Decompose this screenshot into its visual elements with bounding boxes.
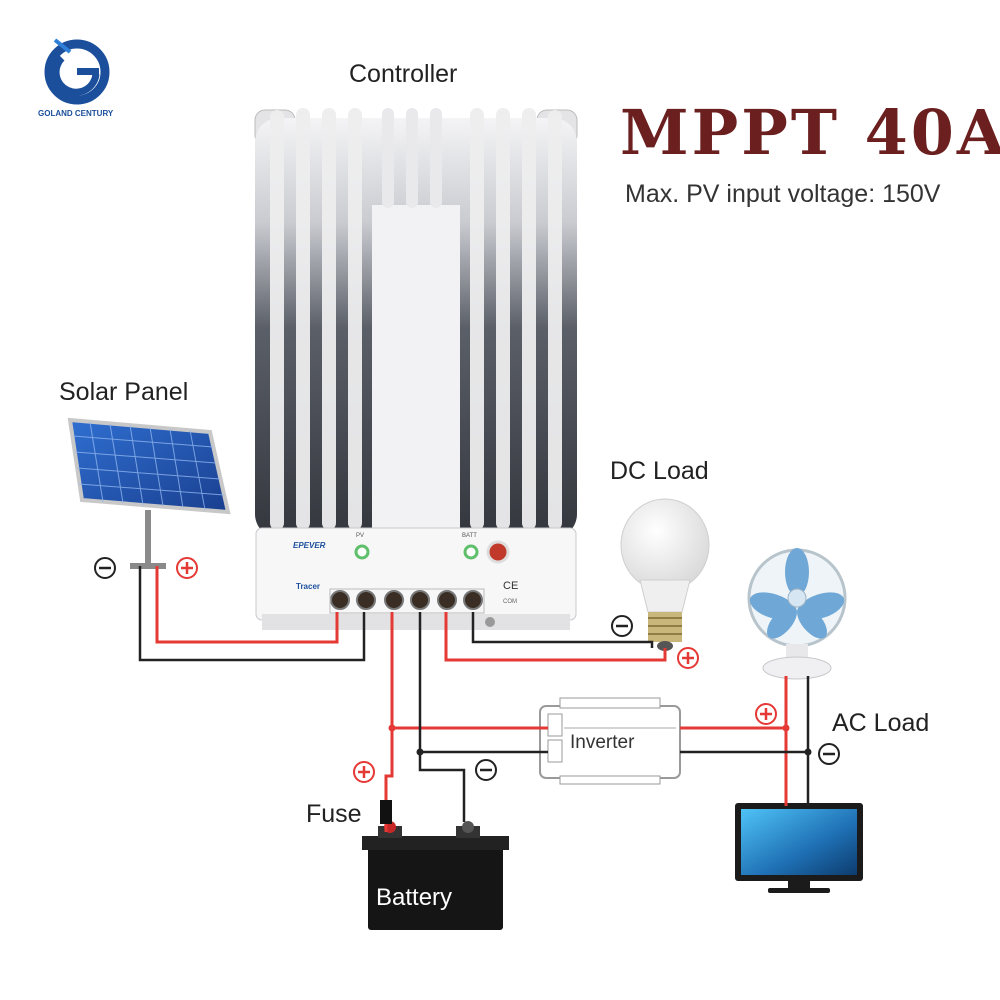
fuse [380,800,392,824]
polarity-minus-dc [611,615,633,637]
monitor [735,803,863,893]
goland-century-logo [44,38,110,105]
product-subtitle: Max. PV input voltage: 150V [625,180,941,208]
light-bulb [620,498,710,651]
device-model: Tracer [296,582,321,591]
device-brand: EPEVER [293,541,326,550]
polarity-plus-ac [755,703,777,725]
battery [362,821,509,930]
device-pv-label: PV [356,533,365,539]
solar-panel [67,417,231,569]
product-title: MPPT 40A [620,96,1000,169]
battery-label: Battery [376,884,453,911]
device-batt-label: BATT [462,533,477,539]
fuse-label: Fuse [306,800,362,828]
device-com-label: COM [503,599,517,605]
inverter [539,697,681,785]
logo-text: GOLAND CENTURY [38,109,114,118]
desk-fan [747,548,847,680]
charge-controller [254,108,578,630]
polarity-minus-solar [94,557,116,579]
polarity-plus-dc [677,647,699,669]
polarity-minus-battery [475,759,497,781]
polarity-minus-ac [818,743,840,765]
junction-dots [388,724,812,756]
polarity-plus-battery [353,761,375,783]
device-ce-mark: CE [503,580,519,592]
solar-panel-label: Solar Panel [59,378,189,406]
positive-wires [155,566,788,832]
controller-label: Controller [349,60,458,88]
dc-load-label: DC Load [610,457,709,485]
polarity-plus-solar [176,557,198,579]
ac-load-label: AC Load [832,709,930,737]
inverter-label: Inverter [570,732,635,753]
